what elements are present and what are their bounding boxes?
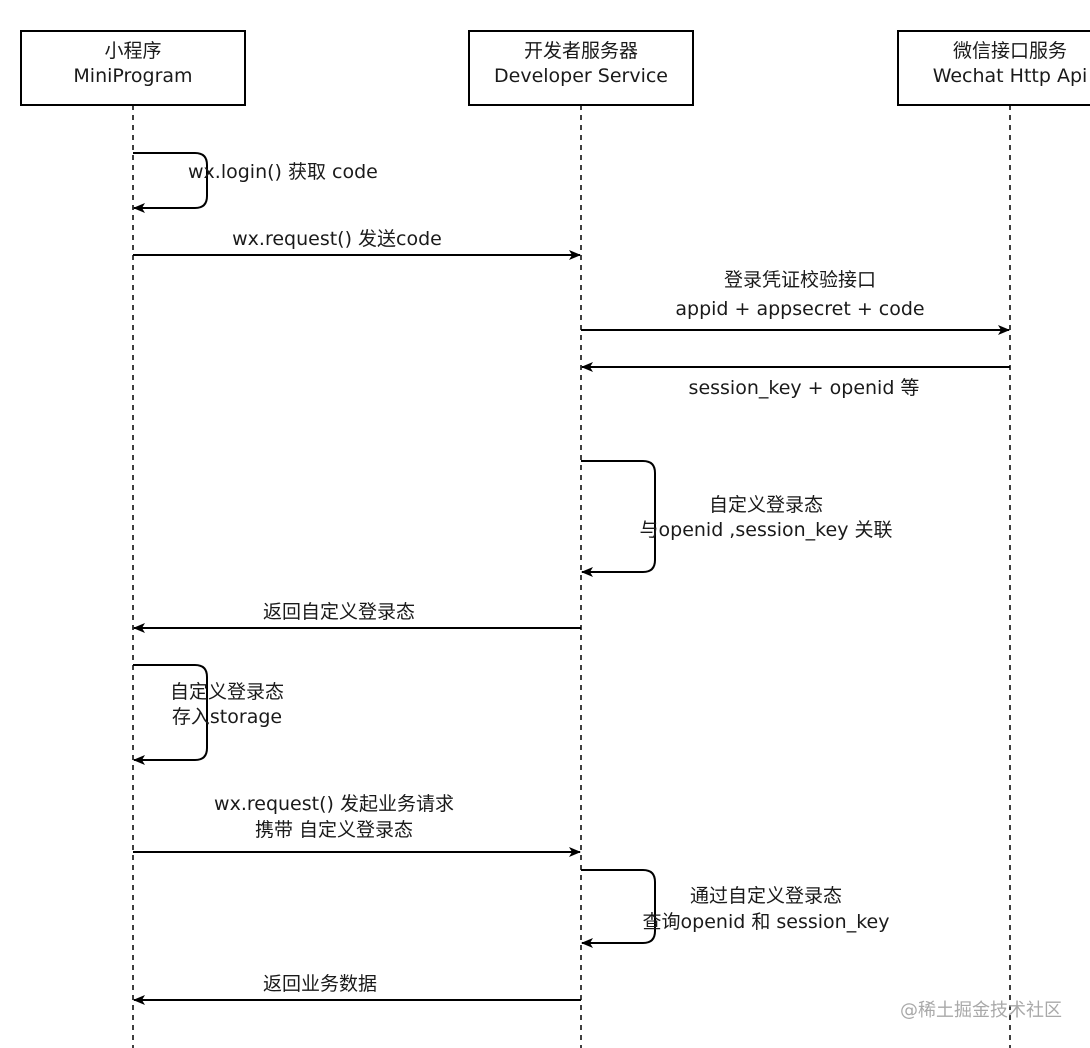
message-label: wx.request() 发起业务请求 — [214, 793, 454, 815]
participant-0: 小程序 MiniProgram — [20, 30, 246, 106]
self-message-loop — [581, 460, 656, 577]
participant-label: 小程序 — [104, 40, 161, 62]
participant-label: Wechat Http Api — [933, 65, 1088, 87]
message-label: 存入storage — [172, 706, 282, 728]
self-message-loop — [133, 152, 208, 213]
message-label: session_key + openid 等 — [689, 377, 920, 399]
message-label: 自定义登录态 — [170, 681, 284, 703]
participant-label: 开发者服务器 — [524, 40, 638, 62]
self-message-loop — [581, 869, 656, 948]
message-5: 返回自定义登录态 — [133, 601, 581, 633]
message-label: wx.login() 获取 code — [188, 161, 378, 183]
message-3: session_key + openid 等 — [581, 362, 1010, 399]
message-label: wx.request() 发送code — [232, 228, 442, 250]
message-9: 返回业务数据 — [133, 973, 581, 1005]
message-2: 登录凭证校验接口 appid + appsecret + code — [581, 269, 1010, 335]
participant-label: 微信接口服务 — [953, 40, 1067, 62]
message-label: 返回业务数据 — [263, 973, 377, 995]
message-label: 携带 自定义登录态 — [255, 819, 413, 841]
participant-box — [897, 30, 1090, 106]
participant-1: 开发者服务器 Developer Service — [468, 30, 694, 106]
participant-label: Developer Service — [494, 65, 668, 87]
message-label: appid + appsecret + code — [675, 298, 924, 320]
message-label: 通过自定义登录态 — [690, 885, 842, 907]
participant-box — [20, 30, 246, 106]
message-label: 与openid ,session_key 关联 — [640, 519, 893, 541]
message-label: 登录凭证校验接口 — [724, 269, 876, 291]
self-message-loop — [133, 664, 208, 765]
message-0: wx.login() 获取 code — [133, 152, 378, 213]
participant-2: 微信接口服务 Wechat Http Api — [897, 30, 1090, 106]
participant-label: MiniProgram — [73, 65, 192, 87]
message-1: wx.request() 发送code — [133, 228, 581, 260]
message-label: 自定义登录态 — [709, 494, 823, 516]
message-label: 返回自定义登录态 — [263, 601, 415, 623]
participant-box — [468, 30, 694, 106]
watermark: @稀土掘金技术社区 — [900, 1000, 1062, 1021]
message-label: 查询openid 和 session_key — [643, 911, 890, 933]
